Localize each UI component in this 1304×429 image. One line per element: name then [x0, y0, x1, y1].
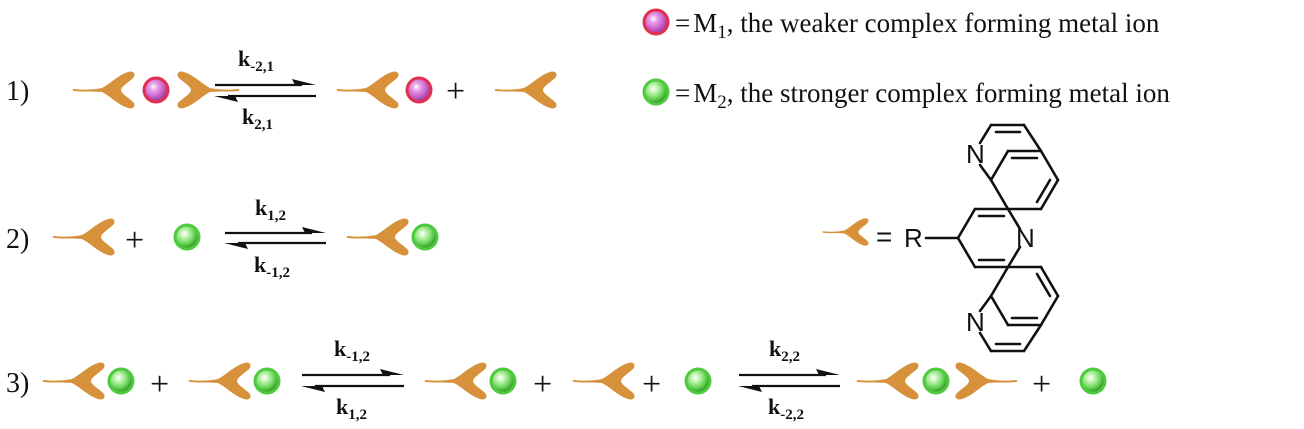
reaction-1-number: 1): [6, 76, 29, 107]
m2-mono-complex: [188, 362, 281, 400]
r-group-label: R: [904, 223, 923, 253]
rate-constant-k12: k1,2: [336, 394, 367, 423]
ligand-icon: [188, 362, 251, 400]
plus-sign: +: [1032, 366, 1051, 403]
free-ligand-icon: [572, 362, 635, 400]
reaction-2-number: 2): [6, 224, 29, 255]
nitrogen-top-label: N: [966, 139, 985, 169]
rate-constant-k-minus12: k-1,2: [334, 336, 370, 365]
m2-ion-icon: [922, 367, 950, 395]
m1-mono-complex: [336, 71, 433, 109]
m2-mono-complex: [42, 362, 135, 400]
ligand-icon: [424, 362, 487, 400]
rate-constant-k-minus21: k-2,1: [238, 46, 274, 75]
ligand-icon: [72, 71, 135, 109]
ligand-icon: [42, 362, 105, 400]
plus-sign: +: [533, 366, 552, 403]
rate-constant-k-minus22: k-2,2: [768, 394, 804, 423]
reaction-3-step-1-equilibrium-arrows: [301, 369, 404, 392]
ligand-icon: [177, 71, 240, 109]
rate-constant-k12: k1,2: [255, 195, 286, 224]
plus-sign: +: [446, 73, 465, 110]
equals-sign: =: [876, 221, 892, 252]
reaction-2-equilibrium-arrows: [224, 227, 326, 249]
nitrogen-bottom-label: N: [966, 307, 985, 337]
m1-legend-text: =M1, the weaker complex forming metal io…: [675, 8, 1160, 43]
m2-legend-text: =M2, the stronger complex forming metal …: [675, 78, 1170, 113]
m2-bis-complex: [856, 362, 1018, 400]
m2-mono-complex: [346, 218, 439, 256]
rate-constant-k22: k2,2: [769, 336, 800, 365]
plus-sign: +: [642, 366, 661, 403]
m1-bis-complex: [72, 71, 240, 109]
reaction-1-equilibrium-arrows: [214, 79, 316, 102]
m2-ion-icon: [107, 367, 135, 395]
nitrogen-center-label: N: [1016, 223, 1035, 253]
m2-ion-icon: [489, 367, 517, 395]
rate-constant-k21: k2,1: [242, 104, 273, 133]
m2-ion-icon: [253, 367, 281, 395]
free-ligand-icon: [52, 218, 115, 256]
m1-ion-icon: [142, 76, 170, 104]
m2-mono-complex: [424, 362, 517, 400]
plus-sign: +: [125, 222, 144, 259]
ligand-icon: [336, 71, 399, 109]
ligand-icon: [856, 362, 919, 400]
terpyridine-structure: = R N N: [822, 123, 1060, 353]
reaction-3-step-2-equilibrium-arrows: [738, 369, 840, 392]
ligand-icon: [822, 218, 869, 246]
rate-constant-k-minus12: k-1,2: [254, 252, 290, 281]
ligand-icon: [955, 362, 1018, 400]
m1-ion-icon: [642, 8, 670, 36]
m2-ion-icon: [173, 223, 201, 251]
reaction-3-number: 3): [6, 368, 29, 399]
m2-ion-icon: [642, 78, 670, 106]
m2-ion-icon: [684, 367, 712, 395]
m2-ion-icon: [411, 223, 439, 251]
free-ligand-icon: [494, 71, 557, 109]
m2-ion-icon: [1079, 367, 1107, 395]
plus-sign: +: [150, 366, 169, 403]
m1-ion-icon: [405, 76, 433, 104]
ligand-icon: [346, 218, 409, 256]
